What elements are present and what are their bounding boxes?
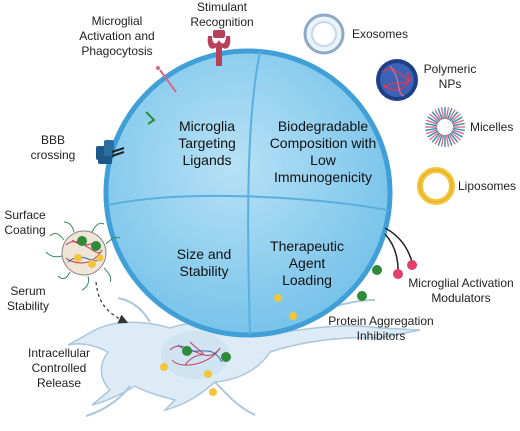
label-surface-coating: Surface Coating xyxy=(4,208,46,237)
micelle-chain xyxy=(451,130,463,138)
label-bbb-crossing: BBB crossing xyxy=(30,133,76,162)
modulator-icon xyxy=(384,227,417,279)
micelle-chain xyxy=(450,113,461,123)
micelle-chain xyxy=(445,107,450,120)
micelle-chain xyxy=(445,134,450,147)
micelle-chain xyxy=(427,116,439,124)
release-arrow xyxy=(95,281,129,324)
micelle-chain xyxy=(451,116,463,124)
transporter-icon xyxy=(96,140,125,164)
ligand-icon xyxy=(145,111,156,125)
label-polymeric-nps: Polymeric NPs xyxy=(423,62,477,91)
micelle-chain xyxy=(437,107,443,120)
micelle-chain xyxy=(448,109,456,121)
micelle-chain xyxy=(437,134,443,147)
micelle-chain xyxy=(447,107,453,120)
micelle-chain xyxy=(425,129,438,135)
polymeric-np-icon xyxy=(376,59,418,101)
label-stimulant-recognition: Stimulant Recognition xyxy=(190,0,254,29)
micelle-chain xyxy=(452,129,465,135)
micelle-chain xyxy=(425,122,438,127)
exosome-icon xyxy=(303,13,345,55)
quadrant-size-stability: Size and Stability xyxy=(176,246,232,279)
micelle-chain xyxy=(440,107,445,120)
micelle-chain xyxy=(425,119,438,125)
antibody-icon xyxy=(156,66,177,93)
label-activation-modulators: Microglial Activation Modulators xyxy=(408,276,514,305)
label-liposomes: Liposomes xyxy=(458,179,517,193)
micelle-chain xyxy=(434,133,442,145)
micelle-chain xyxy=(447,134,453,147)
micelle-icon xyxy=(425,107,465,147)
micelle-chain xyxy=(431,111,441,122)
micelle-chain xyxy=(452,119,465,125)
receptor-icon xyxy=(207,30,231,66)
label-micelles: Micelles xyxy=(470,120,514,134)
label-aggregation-inhibitors: Protein Aggregation Inhibitors xyxy=(328,314,434,343)
micelle-chain xyxy=(452,122,465,127)
quadrant-biodegradable: Biodegradable Composition with Low Immun… xyxy=(269,118,377,185)
micelle-chain xyxy=(450,131,461,141)
nanoparticle-icon xyxy=(45,221,121,291)
label-exosomes: Exosomes xyxy=(352,27,409,41)
micelle-chain xyxy=(427,130,439,138)
micelle-chain xyxy=(452,127,465,132)
micelle-chain xyxy=(434,109,442,121)
quadrant-agent-loading: Therapeutic Agent Loading xyxy=(270,238,344,288)
micelle-chain xyxy=(425,127,438,132)
nanocarrier-sphere xyxy=(103,48,393,338)
label-intracellular-release: Intracellular Controlled Release xyxy=(27,346,91,390)
micelle-chain xyxy=(448,133,456,145)
micelle-chain xyxy=(429,113,440,123)
liposome-icon xyxy=(417,167,455,205)
micelle-chain xyxy=(449,132,459,143)
micelle-chain xyxy=(431,132,441,143)
micelle-chain xyxy=(440,134,445,147)
quadrant-targeting-ligands: Microglia Targeting Ligands xyxy=(178,118,236,168)
label-microglial-activation: Microglial Activation and Phagocytosis xyxy=(79,14,155,58)
micelle-chain xyxy=(429,131,440,141)
label-serum-stability: Serum Stability xyxy=(6,284,50,313)
micelle-chain xyxy=(449,111,459,122)
